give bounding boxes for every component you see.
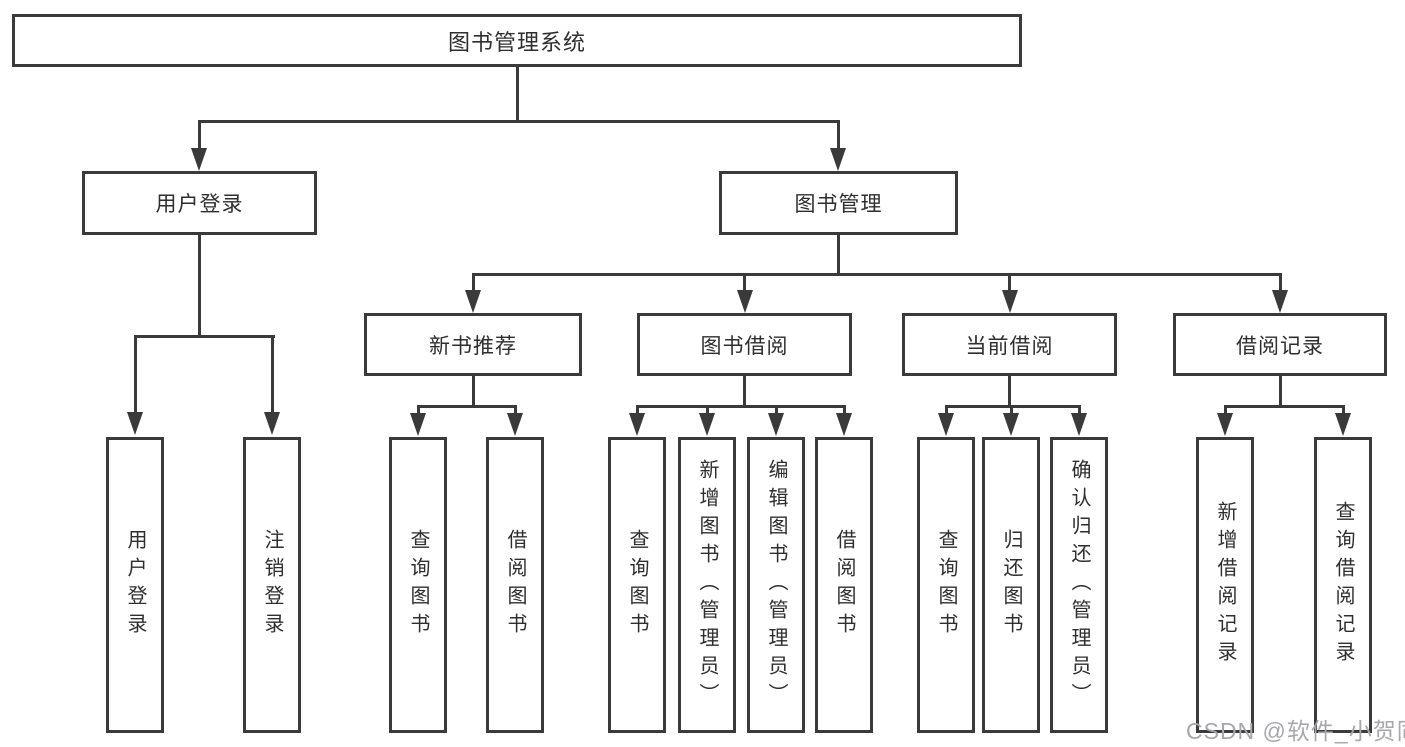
leaf-query-books-current-label: 查询图书 xyxy=(935,529,957,641)
connector-vline xyxy=(513,405,517,415)
connector-hline xyxy=(635,405,846,408)
leaf-user-login-label: 用户登录 xyxy=(124,529,146,641)
arrow-down-icon xyxy=(629,413,645,436)
connector-vline xyxy=(471,273,475,292)
connector-vline xyxy=(1223,405,1227,415)
arrow-down-icon xyxy=(410,413,426,436)
connector-vline xyxy=(1341,405,1345,415)
leaf-query-borrow-record-label: 查询借阅记录 xyxy=(1332,501,1354,669)
connector-hline xyxy=(471,273,1282,276)
connector-vline xyxy=(842,405,846,415)
connector-vline xyxy=(471,375,475,407)
leaf-query-borrow-record: 查询借阅记录 xyxy=(1314,437,1372,733)
arrow-down-icon xyxy=(507,413,523,436)
leaf-logout-label: 注销登录 xyxy=(261,529,283,641)
node-current-borrowing: 当前借阅 xyxy=(902,313,1117,376)
connector-vline xyxy=(635,405,639,415)
connector-vline xyxy=(1077,405,1081,415)
connector-vline xyxy=(133,335,137,414)
arrow-down-icon xyxy=(1335,413,1351,436)
connector-vline xyxy=(1278,375,1282,407)
leaf-confirm-return-admin-label: 确认归还（管理员） xyxy=(1068,459,1090,711)
arrow-down-icon xyxy=(191,148,207,171)
node-book-management: 图书管理 xyxy=(719,171,958,235)
connector-hline xyxy=(944,405,1081,408)
arrow-down-icon xyxy=(699,413,715,436)
connector-vline xyxy=(197,120,201,150)
leaf-user-login: 用户登录 xyxy=(106,437,164,733)
arrow-down-icon xyxy=(1071,413,1087,436)
connector-vline xyxy=(705,405,709,415)
node-library-management-system: 图书管理系统 xyxy=(12,14,1022,67)
leaf-borrow-books-borrowing: 借阅图书 xyxy=(815,437,873,733)
arrow-down-icon xyxy=(264,412,280,435)
connector-hline xyxy=(133,335,275,338)
leaf-borrow-books-recommend-label: 借阅图书 xyxy=(504,529,526,641)
arrow-down-icon xyxy=(1001,290,1018,313)
node-book-borrowing: 图书借阅 xyxy=(637,313,852,376)
connector-vline xyxy=(198,234,201,337)
arrow-down-icon xyxy=(736,290,753,313)
arrow-down-icon xyxy=(465,290,481,313)
leaf-query-books-current: 查询图书 xyxy=(917,437,975,733)
connector-vline xyxy=(774,405,778,415)
leaf-query-books-borrowing: 查询图书 xyxy=(608,437,666,733)
leaf-query-books-recommend: 查询图书 xyxy=(389,437,447,733)
leaf-borrow-books-recommend: 借阅图书 xyxy=(486,437,544,733)
arrow-down-icon xyxy=(127,412,143,435)
leaf-return-books-label: 归还图书 xyxy=(1000,529,1022,641)
leaf-add-book-admin-label: 新增图书（管理员） xyxy=(696,459,718,711)
leaf-borrow-books-borrowing-label: 借阅图书 xyxy=(833,529,855,641)
connector-vline xyxy=(1278,273,1282,292)
connector-vline xyxy=(1008,273,1011,292)
connector-vline xyxy=(1008,375,1011,407)
leaf-add-borrow-record-label: 新增借阅记录 xyxy=(1214,501,1236,669)
connector-vline xyxy=(743,375,746,407)
connector-vline xyxy=(515,67,519,122)
leaf-logout: 注销登录 xyxy=(243,437,301,733)
arrow-down-icon xyxy=(768,413,784,436)
leaf-query-books-recommend-label: 查询图书 xyxy=(407,529,429,641)
leaf-return-books: 归还图书 xyxy=(982,437,1040,733)
leaf-edit-book-admin-label: 编辑图书（管理员） xyxy=(765,459,787,711)
arrow-down-icon xyxy=(836,413,852,436)
connector-vline xyxy=(416,405,420,415)
connector-hline xyxy=(1223,405,1345,408)
leaf-add-book-admin: 新增图书（管理员） xyxy=(678,437,736,733)
node-borrowing-records: 借阅记录 xyxy=(1173,313,1387,376)
arrow-down-icon xyxy=(938,413,954,436)
leaf-edit-book-admin: 编辑图书（管理员） xyxy=(747,437,805,733)
watermark: CSDN @软件_小贺同学 xyxy=(1186,718,1405,744)
node-new-book-recommendation: 新书推荐 xyxy=(364,313,582,376)
connector-hline xyxy=(416,405,517,408)
connector-vline xyxy=(270,335,274,414)
connector-vline xyxy=(836,234,840,275)
leaf-confirm-return-admin: 确认归还（管理员） xyxy=(1050,437,1108,733)
leaf-add-borrow-record: 新增借阅记录 xyxy=(1196,437,1254,733)
leaf-query-books-borrowing-label: 查询图书 xyxy=(626,529,648,641)
arrow-down-icon xyxy=(830,148,846,171)
arrow-down-icon xyxy=(1217,413,1233,436)
connector-vline xyxy=(836,120,840,150)
connector-vline xyxy=(743,273,746,292)
arrow-down-icon xyxy=(1272,290,1288,313)
connector-vline xyxy=(944,405,948,415)
node-user-login: 用户登录 xyxy=(82,171,317,235)
connector-vline xyxy=(1009,405,1013,415)
arrow-down-icon xyxy=(1003,413,1019,436)
connector-hline xyxy=(197,120,840,123)
